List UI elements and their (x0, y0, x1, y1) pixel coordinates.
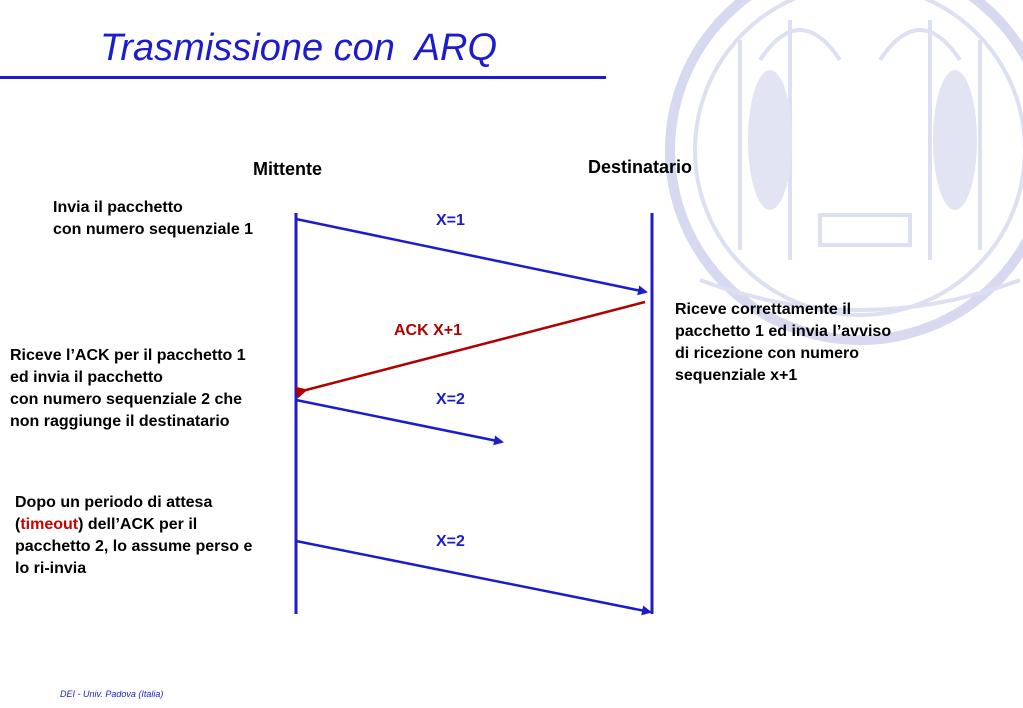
note-receiver: Riceve correttamente il pacchetto 1 ed i… (675, 299, 891, 387)
ack-arrow (294, 300, 646, 399)
note-timeout-line-3: pacchetto 2, lo assume perso e (15, 538, 253, 555)
receiver-label: Destinatario (588, 157, 693, 177)
footer-credit: DEI - Univ. Padova (Italia) (60, 689, 164, 699)
note-timeout-line-2-rest: ) dell’ACK per il (78, 516, 198, 533)
packet-2-label: X=2 (436, 391, 465, 408)
note-receive-ack-line-2: ed invia il pacchetto (10, 369, 163, 386)
note-receive-ack: Riceve l’ACK per il pacchetto 1 ed invia… (10, 345, 246, 433)
note-receiver-line-2: pacchetto 1 ed invia l’avviso (675, 323, 892, 340)
note-receiver-line-4: sequenziale x+1 (675, 367, 798, 384)
note-receiver-line-3: di ricezione con numero (675, 345, 860, 362)
note-timeout-paren: ( (15, 516, 21, 533)
packet-2-lost-arrow (295, 398, 504, 446)
timeout-keyword: timeout (20, 516, 79, 533)
slide-title: Trasmissione con ARQ (100, 27, 497, 69)
note-timeout-line-4: lo ri-invia (15, 560, 87, 577)
ack-label: ACK X+1 (394, 322, 463, 339)
packet-1-arrow (295, 217, 648, 296)
note-receive-ack-line-4: non raggiunge il destinatario (10, 413, 230, 430)
packet-2-resend-label: X=2 (436, 533, 465, 550)
note-send-1: Invia il pacchetto con numero sequenzial… (53, 197, 253, 241)
note-timeout-line-2: (timeout) dell’ACK per il (15, 514, 252, 536)
note-send-1-line-1: Invia il pacchetto (53, 199, 183, 216)
packet-2-resend-arrow (295, 539, 652, 616)
sender-label: Mittente (253, 159, 322, 179)
note-receive-ack-line-3: con numero sequenziale 2 che (10, 391, 243, 408)
note-timeout-line-1: Dopo un periodo di attesa (15, 494, 213, 511)
note-timeout: Dopo un periodo di attesa (timeout) dell… (15, 492, 252, 580)
packet-1-label: X=1 (436, 212, 465, 229)
note-receive-ack-line-1: Riceve l’ACK per il pacchetto 1 (10, 347, 246, 364)
note-send-1-line-2: con numero sequenziale 1 (53, 221, 254, 238)
title-underline (0, 76, 606, 79)
note-receiver-line-1: Riceve correttamente il (675, 301, 852, 318)
